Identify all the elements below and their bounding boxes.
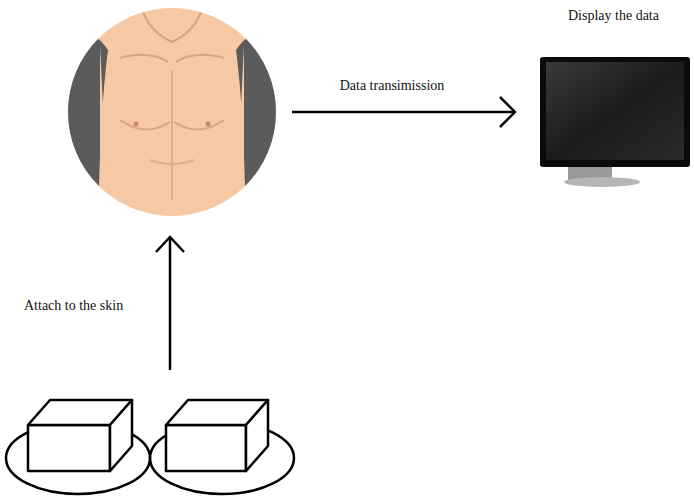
sensor-patch: [6, 400, 294, 494]
attach-arrow: [156, 237, 184, 370]
annotation-label: Attach to the skin: [24, 298, 123, 315]
monitor-illustration: [540, 57, 690, 187]
torso-illustration: [60, 0, 290, 230]
annotation-label: Display the data: [568, 8, 659, 25]
transmission-arrow: [292, 97, 515, 127]
annotation-label: Data transimission: [340, 78, 445, 95]
